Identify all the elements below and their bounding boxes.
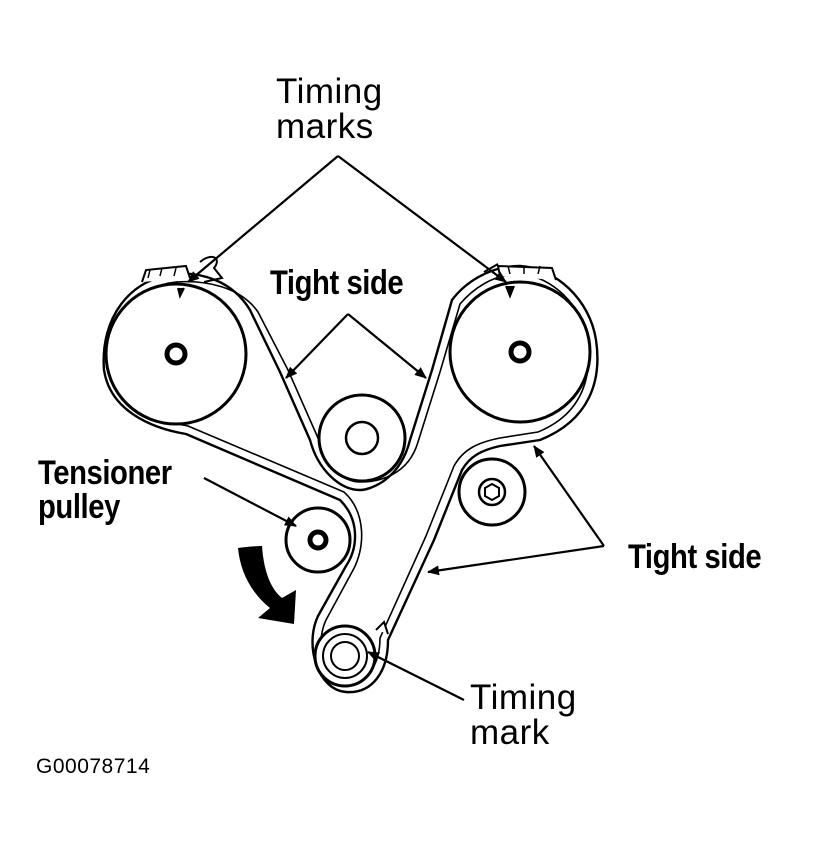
tight-side-right-label: Tight side <box>628 538 762 576</box>
tensioner-pulley-label: Tensioner pulley <box>38 454 172 526</box>
timing-mark-leader <box>367 651 465 701</box>
figure-code: G00078714 <box>36 755 151 778</box>
idler-pulley <box>317 393 407 483</box>
tensioner-pulley-leader <box>203 477 297 527</box>
crankshaft-sprocket <box>313 620 389 688</box>
timing-mark-label: Timing mark <box>470 678 577 752</box>
timing-marks-leaders <box>187 155 507 283</box>
timing-marks-label: Timing marks <box>276 72 383 146</box>
lower-idler-pulley <box>457 457 527 527</box>
right-camshaft-pulley <box>448 280 592 424</box>
tight-side-top-leaders <box>285 313 427 379</box>
tight-side-right-leaders <box>427 445 605 576</box>
tight-side-top-label: Tight side <box>270 264 404 302</box>
right-timing-mark-icon <box>483 263 557 299</box>
rotation-direction-arrow-icon <box>238 546 296 624</box>
left-camshaft-pulley <box>104 282 248 426</box>
tensioner-pulley <box>284 506 352 574</box>
